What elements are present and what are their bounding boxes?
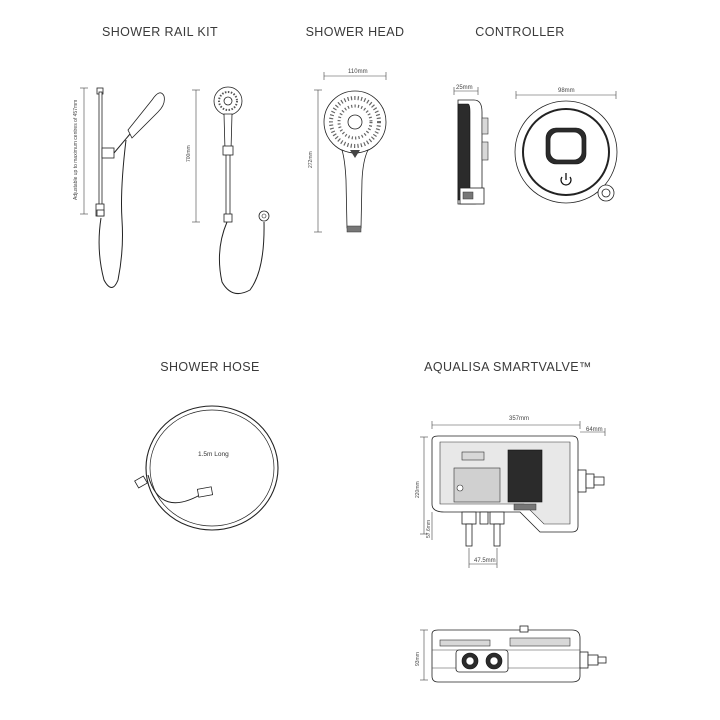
head-height-label: 272mm — [308, 151, 314, 168]
valve-inlet-height-label: 57.6mm — [426, 520, 432, 538]
valve-depth-label: 93mm — [415, 652, 421, 666]
controller-diameter-label: 98mm — [558, 88, 575, 94]
head-width-label: 110mm — [348, 69, 368, 75]
smartvalve-title: AQUALISA SMARTVALVE™ — [424, 360, 592, 374]
controller-depth-label: 25mm — [456, 85, 473, 91]
shower-rail-kit-title: SHOWER RAIL KIT — [102, 25, 218, 39]
shower-head-title: SHOWER HEAD — [305, 25, 405, 39]
valve-width-label: 357mm — [509, 416, 529, 422]
controller-title: CONTROLLER — [475, 25, 565, 39]
shower-hose-drawing: 1.5m Long — [134, 405, 279, 531]
hose-length-label: 1.5m Long — [198, 451, 229, 458]
valve-inlet-spacing-label: 47.5mm — [474, 558, 496, 564]
power-icon — [560, 173, 572, 186]
controller-front-view: 98mm — [514, 88, 618, 204]
valve-height-label: 220mm — [415, 481, 421, 498]
rail-height-label: 700mm — [186, 145, 192, 162]
rail-adjust-label: Adjustable up to maximum centres of 457m… — [73, 100, 79, 200]
smartvalve-bottom-view: 93mm — [415, 625, 607, 683]
shower-head-drawing: 110mm 272mm — [308, 69, 387, 233]
controller-side-view: 25mm — [453, 85, 489, 205]
shower-hose-title: SHOWER HOSE — [160, 360, 260, 374]
smartvalve-front-view: 357mm 64mm 220mm 57.6mm 47.5mm — [415, 416, 606, 568]
rail-kit-side-view: Adjustable up to maximum centres of 457m… — [73, 87, 165, 288]
rail-kit-front-view: 700mm — [186, 86, 270, 295]
valve-fitting-label: 64mm — [586, 427, 603, 433]
